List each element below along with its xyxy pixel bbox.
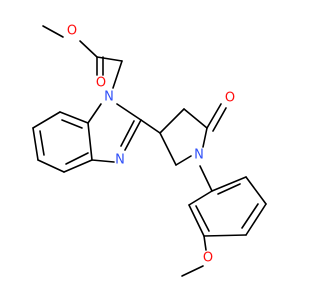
benzimidazole-n1-label: N xyxy=(104,90,114,105)
bond-ar-c6-c1-inner xyxy=(217,183,241,195)
bond-ar-c5-c6 xyxy=(245,176,267,205)
bond-o-ch3 xyxy=(181,265,204,277)
bond-ar-c3-o xyxy=(203,235,207,251)
bond-pyr-c5-c4 xyxy=(159,132,177,166)
atom-label-layer: O O N N O N O xyxy=(67,24,235,266)
bond-layer xyxy=(32,25,267,277)
bond-c5-c6 xyxy=(32,127,39,161)
bond-ch2-n1 xyxy=(112,60,123,89)
bond-c2-n3-b xyxy=(120,120,135,147)
bond-c2-n3-a xyxy=(124,119,142,151)
lactam-oxygen-label: O xyxy=(225,91,235,106)
bond-c7-c7a xyxy=(59,111,89,124)
bond-n1-c7a xyxy=(87,103,102,124)
benzimidazole-n3-label: N xyxy=(115,153,125,168)
bond-ar-c4-c5 xyxy=(245,203,267,236)
aryl-methoxy-oxygen-label: O xyxy=(203,251,213,266)
bond-c4-c5 xyxy=(37,159,65,173)
bond-pyr-n-c5 xyxy=(175,155,192,166)
bond-c2-ring-c xyxy=(140,119,161,134)
bond-ar-c3-c4 xyxy=(203,234,247,237)
structure-svg: O O N N O N O xyxy=(32,24,267,277)
bond-ar-c2-c3 xyxy=(188,204,205,237)
molecule-drawing: O O N N O N O xyxy=(32,24,267,277)
bond-n3-c3a xyxy=(91,159,115,163)
ester-methoxy-oxygen-label: O xyxy=(67,24,77,39)
bond-c6-c7 xyxy=(32,111,61,129)
bond-methyl-o xyxy=(42,25,64,38)
bond-ar-c4-c5-inner xyxy=(241,203,259,229)
bond-ar-c6-c1 xyxy=(211,176,247,192)
bond-c4-c4-inner xyxy=(65,152,89,165)
ester-carbonyl-oxygen-label: O xyxy=(96,76,106,91)
bond-ar-c2-c3-inner xyxy=(195,205,210,232)
bond-c7a-c3a xyxy=(87,122,93,161)
bond-ar-c1-c2 xyxy=(188,190,213,206)
bond-pyr-c4-c3 xyxy=(159,108,185,134)
bond-ester-ch2 xyxy=(96,56,123,62)
bond-lactam-co-a xyxy=(206,103,222,129)
bond-n1-c2 xyxy=(116,103,142,121)
pyrrolidinone-nitrogen-label: N xyxy=(194,148,204,163)
bond-lactam-co-b xyxy=(212,107,227,132)
bond-pyr-c3-c2 xyxy=(183,108,208,129)
bond-c3a-c4 xyxy=(63,159,93,173)
bond-c5-c6-inner xyxy=(39,130,45,156)
bond-o-ester-carbon xyxy=(79,40,98,58)
bond-n-aryl xyxy=(199,165,213,192)
bond-pyr-c2-n xyxy=(202,127,208,148)
bond-c7-c7a-inner xyxy=(61,119,83,129)
